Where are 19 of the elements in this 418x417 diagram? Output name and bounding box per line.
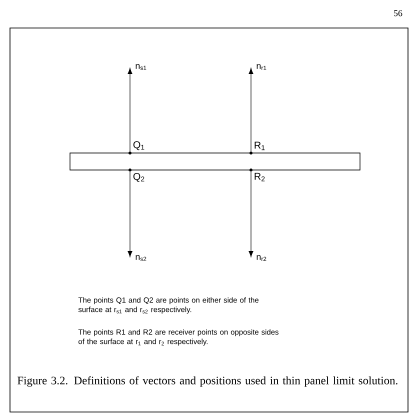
point-marker <box>249 151 253 155</box>
vector-label: n$_{r1}$ <box>256 64 266 70</box>
point-marker <box>128 168 132 172</box>
vector-arrow <box>248 171 254 258</box>
figure-caption: Figure 3.2. Definitions of vectors and positions used in thin panel limit solution. <box>18 376 398 387</box>
vector-arrow <box>128 68 132 152</box>
point-label: R$_{2}$ <box>254 172 265 182</box>
vector-arrow <box>128 171 132 258</box>
point-label: R$_{1}$ <box>254 142 265 150</box>
point-marker <box>128 151 132 155</box>
point-label: Q$_{1}$ <box>133 141 144 150</box>
vector-label: n$_{r2}$ <box>256 255 266 261</box>
page-number: 56 <box>394 10 402 16</box>
panel-rectangle <box>70 152 360 170</box>
vector-label: n$_{s2}$ <box>136 255 146 261</box>
vector-label: n$_{s1}$ <box>136 64 146 70</box>
vector-arrow <box>248 68 254 152</box>
point-label: Q$_{2}$ <box>133 172 144 182</box>
point-marker <box>249 168 253 172</box>
